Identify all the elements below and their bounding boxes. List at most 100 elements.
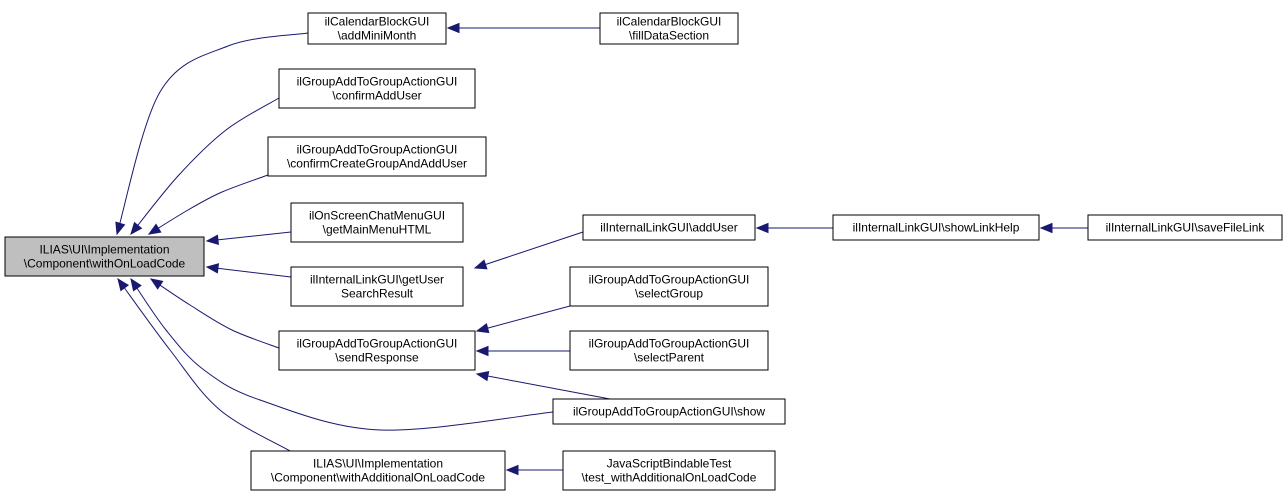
node-label-line: ilCalendarBlockGUI: [617, 15, 722, 29]
node-label-line: \Component\withAdditionalOnLoadCode: [271, 471, 485, 485]
edge-groupadd-sendresponse-to-withonloadcode: [149, 278, 280, 349]
node-groupadd-confirmadduser[interactable]: ilGroupAddToGroupActionGUI\confirmAddUse…: [278, 68, 476, 109]
arrowhead: [115, 221, 126, 236]
edge-line: [476, 305, 571, 332]
edge-withadditionalonloadcode-to-withonloadcode: [117, 277, 291, 452]
node-label-line: ILIAS\UI\Implementation: [39, 243, 169, 257]
edge-line: [150, 278, 280, 349]
arrowhead: [147, 223, 162, 235]
edge-line: [474, 231, 584, 269]
node-label-line: ilGroupAddToGroupActionGUI: [297, 337, 458, 351]
edge-line: [206, 266, 292, 278]
node-label-line: ilInternalLinkGUI\getUser: [310, 273, 444, 287]
node-box: [290, 266, 464, 307]
arrowhead: [755, 222, 769, 234]
node-label-line: ilInternalLinkGUI\saveFileLink: [1106, 221, 1266, 235]
edge-groupadd-selectgroup-to-groupadd-sendresponse: [475, 305, 571, 334]
node-label-line: ILIAS\UI\Implementation: [313, 457, 443, 471]
node-box: [582, 214, 756, 241]
edge-internallink-getusersearchresult-to-withonloadcode: [205, 263, 292, 278]
edge-groupadd-selectparent-to-groupadd-sendresponse: [475, 345, 570, 357]
node-onscreenchat-getmainmenuhtml[interactable]: ilOnScreenChatMenuGUI\getMainMenuHTML: [290, 202, 464, 243]
edge-line: [476, 373, 611, 400]
node-label-line: ilGroupAddToGroupActionGUI: [297, 143, 458, 157]
node-label-line: ilGroupAddToGroupActionGUI: [297, 75, 458, 89]
node-jsbindabletest[interactable]: JavaScriptBindableTest\test_withAddition…: [562, 450, 776, 491]
node-box: [267, 136, 487, 177]
arrowhead: [205, 234, 219, 245]
node-internallink-showlinkhelp[interactable]: ilInternalLinkGUI\showLinkHelp: [832, 214, 1040, 241]
node-label-line: \Component\withOnLoadCode: [24, 257, 186, 271]
node-label-line: ilGroupAddToGroupActionGUI: [589, 337, 750, 351]
arrowhead: [130, 221, 143, 236]
arrowhead: [475, 370, 490, 382]
node-label-line: \test_withAdditionalOnLoadCode: [582, 471, 757, 485]
edge-line: [116, 32, 309, 235]
edge-calendarblock-addminimonth-to-withonloadcode: [115, 32, 309, 236]
edge-groupadd-show-to-withonloadcode: [130, 277, 554, 431]
edge-line: [117, 278, 291, 452]
node-label-line: ilInternalLinkGUI\showLinkHelp: [853, 221, 1020, 235]
node-label-line: \fillDataSection: [629, 29, 709, 43]
node-box: [290, 202, 464, 243]
node-calendarblock-addminimonth[interactable]: ilCalendarBlockGUI\addMiniMonth: [307, 12, 447, 45]
node-groupadd-show[interactable]: ilGroupAddToGroupActionGUI\show: [552, 398, 786, 425]
node-box: [562, 450, 776, 491]
node-label-line: ilGroupAddToGroupActionGUI: [589, 273, 750, 287]
edge-calendarblock-filldatasection-to-calendarblock-addminimonth: [446, 22, 600, 34]
edge-internallink-adduser-to-internallink-getusersearchresult: [473, 231, 584, 270]
node-label-line: \confirmAddUser: [332, 89, 421, 103]
node-groupadd-sendresponse[interactable]: ilGroupAddToGroupActionGUI\sendResponse: [278, 330, 476, 371]
node-label-line: SearchResult: [341, 287, 414, 301]
arrowhead: [1039, 222, 1053, 234]
arrowhead: [475, 322, 490, 334]
node-box: [4, 236, 205, 277]
node-label-line: \getMainMenuHTML: [323, 223, 432, 237]
arrowhead: [505, 464, 519, 476]
node-box: [552, 398, 786, 425]
node-box: [250, 450, 506, 491]
node-internallink-savefilelink[interactable]: ilInternalLinkGUI\saveFileLink: [1087, 214, 1283, 241]
arrowhead: [117, 277, 130, 292]
node-box: [278, 330, 476, 371]
node-internallink-adduser[interactable]: ilInternalLinkGUI\addUser: [582, 214, 756, 241]
arrowhead: [473, 259, 488, 270]
node-groupadd-confirmcreategroup[interactable]: ilGroupAddToGroupActionGUI\confirmCreate…: [267, 136, 487, 177]
node-box: [569, 266, 769, 307]
node-label-line: ilOnScreenChatMenuGUI: [309, 209, 445, 223]
edge-line: [130, 278, 554, 431]
arrowhead: [149, 278, 164, 290]
node-label-line: \selectParent: [634, 351, 705, 365]
edge-line: [148, 174, 269, 235]
node-box: [599, 12, 739, 45]
edge-internallink-savefilelink-to-internallink-showlinkhelp: [1039, 222, 1088, 234]
node-label-line: ilGroupAddToGroupActionGUI\show: [573, 405, 765, 419]
node-calendarblock-filldatasection[interactable]: ilCalendarBlockGUI\fillDataSection: [599, 12, 739, 45]
node-groupadd-selectgroup[interactable]: ilGroupAddToGroupActionGUI\selectGroup: [569, 266, 769, 307]
edge-line: [130, 97, 280, 235]
node-withonloadcode: ILIAS\UI\Implementation\Component\withOn…: [4, 236, 205, 277]
node-label-line: JavaScriptBindableTest: [607, 457, 732, 471]
edges: [115, 22, 1088, 476]
edge-onscreenchat-getmainmenuhtml-to-withonloadcode: [205, 231, 292, 245]
arrowhead: [130, 277, 142, 292]
node-box: [832, 214, 1040, 241]
node-label-line: \sendResponse: [335, 351, 419, 365]
node-label-line: ilInternalLinkGUI\addUser: [600, 221, 737, 235]
nodes: ILIAS\UI\Implementation\Component\withOn…: [4, 12, 1283, 491]
edge-groupadd-show-to-groupadd-sendresponse: [475, 370, 611, 400]
edge-groupadd-confirmcreategroup-to-withonloadcode: [147, 174, 269, 235]
node-box: [1087, 214, 1283, 241]
node-box: [569, 330, 769, 371]
edge-jsbindabletest-to-withadditionalonloadcode: [505, 464, 563, 476]
arrowhead: [475, 345, 489, 357]
edge-internallink-showlinkhelp-to-internallink-adduser: [755, 222, 833, 234]
node-withadditionalonloadcode[interactable]: ILIAS\UI\Implementation\Component\withAd…: [250, 450, 506, 491]
edge-line: [206, 231, 292, 242]
arrowhead: [205, 263, 220, 274]
node-groupadd-selectparent[interactable]: ilGroupAddToGroupActionGUI\selectParent: [569, 330, 769, 371]
arrowhead: [446, 22, 460, 34]
node-label-line: \selectGroup: [635, 287, 703, 301]
